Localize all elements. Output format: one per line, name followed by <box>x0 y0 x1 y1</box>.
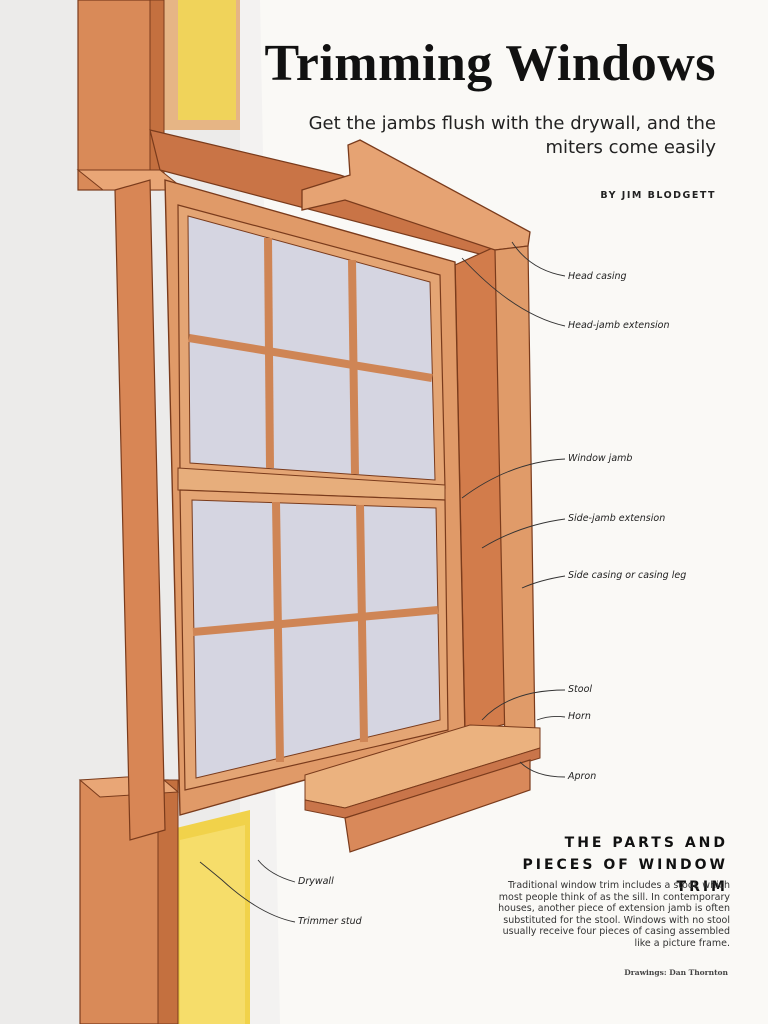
left-side-casing <box>114 179 166 841</box>
sidebar-body: Traditional window trim includes a stool… <box>498 880 730 949</box>
upper-framing <box>76 0 240 191</box>
label-window-jamb: Window jamb <box>568 453 633 464</box>
label-head-casing: Head casing <box>568 271 627 282</box>
label-head-jamb-extension: Head-jamb extension <box>568 320 670 331</box>
apron <box>344 759 531 853</box>
upper-sash <box>177 204 446 489</box>
page-subtitle: Get the jambs flush with the drywall, an… <box>308 113 716 158</box>
lower-framing <box>78 774 250 1024</box>
sidebar-heading: THE PARTS AND PIECES OF WINDOW TRIM <box>522 835 728 895</box>
label-stool: Stool <box>568 684 593 695</box>
label-side-jamb-extension: Side-jamb extension <box>568 513 666 524</box>
page-title: Trimming Windows <box>264 35 716 92</box>
label-apron: Apron <box>568 771 597 782</box>
label-horn: Horn <box>568 711 591 722</box>
drawing-credit: Drawings: Dan Thornton <box>624 968 728 977</box>
head-casing <box>301 139 531 251</box>
label-drywall: Drywall <box>298 876 334 887</box>
label-trimmer-stud: Trimmer stud <box>298 916 362 927</box>
callout-leaders <box>199 241 566 923</box>
lower-sash <box>179 489 449 791</box>
label-side-casing: Side casing or casing leg <box>568 570 687 581</box>
byline: BY JIM BLODGETT <box>600 190 716 201</box>
